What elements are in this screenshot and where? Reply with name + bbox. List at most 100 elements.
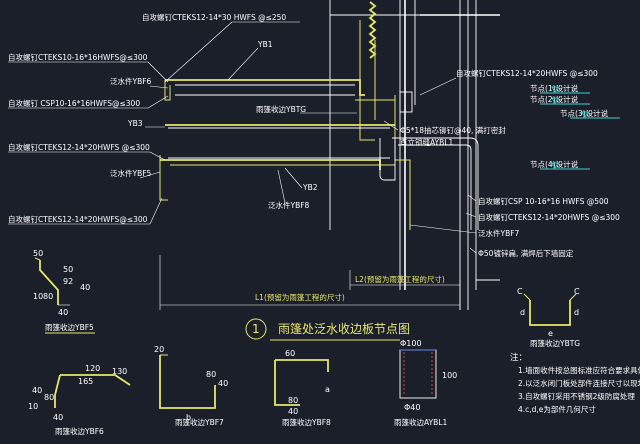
dim: 40 <box>288 407 298 416</box>
part-name: 雨篷收边YBF8 <box>282 417 331 427</box>
dim: 40 <box>80 283 90 292</box>
detail-ybf7: 20 b 80 40 雨篷收边YBF7 <box>154 345 228 427</box>
note-item: 4.c,d,e为部件几何尺寸 <box>518 404 596 414</box>
node-marker-icon <box>551 86 559 93</box>
leader-line <box>164 21 233 83</box>
dim: Φ40 <box>404 403 420 412</box>
detail-aybl1: Φ100 100 Φ40 雨篷收边AYBL1 <box>394 339 457 427</box>
dim: 92 <box>63 277 73 286</box>
dim: 60 <box>285 349 295 358</box>
callout-screw-7: 自攻螺钉CSP 10-16*16 HWFS @500 <box>478 196 609 206</box>
ybtg-profile <box>529 300 571 326</box>
node-marker-icon <box>551 162 559 169</box>
gutter <box>379 138 396 181</box>
dim: 80 <box>288 396 298 405</box>
leader-line <box>277 169 286 204</box>
callout-screw-2: 自攻螺钉CTEKS10-16*16HWFS@≤300 <box>8 52 148 62</box>
callout-screw-6: 自攻螺钉CTEKS12-14*20HWFS @≤300 <box>456 68 598 78</box>
wall-structure <box>329 0 500 310</box>
ybf6-profile <box>54 374 61 408</box>
dim: 40 <box>32 386 42 395</box>
node-3: 节点(3)设计说 <box>560 108 609 118</box>
dim: d <box>574 308 579 317</box>
note-item: 1.墙面收件按总图标准应符合要求具体工程设定 <box>518 365 640 375</box>
leader-line <box>467 194 477 202</box>
part-name: 雨篷收边YBTG <box>530 338 580 348</box>
leader-line <box>149 85 169 89</box>
leader-line <box>419 77 457 96</box>
dim: C <box>517 287 523 296</box>
leader-line <box>147 95 169 109</box>
callout-screw-8: 自攻螺钉CTEKS12-14*20HWFS @≤300 <box>478 212 620 222</box>
node-callouts: 节点(1)设计说 节点(2)设计说 节点(3)设计说 节点(4)设计说 <box>530 83 620 170</box>
dim: b <box>186 413 191 422</box>
dim: C <box>574 287 580 296</box>
callout-rivet: Φ5*18抽芯铆钉@40, 满打密封 <box>400 125 506 135</box>
dim: d <box>520 308 525 317</box>
dim: 80 <box>44 393 54 402</box>
dim: 40 <box>58 308 68 317</box>
leader-line <box>284 167 303 189</box>
dim: e <box>548 329 553 338</box>
note-item: 3.自攻螺钉采用不锈钢2级防腐处理 <box>518 391 635 401</box>
downpipe-inner <box>398 144 472 230</box>
ybf7-line <box>394 95 411 230</box>
L2-label: L2(预留为雨篷工程的尺寸) <box>355 274 445 284</box>
label-yb3: YB3 <box>127 119 143 128</box>
dim: 10 <box>28 402 38 411</box>
ybtg-profile <box>523 293 577 301</box>
ybf6-profile <box>60 374 131 386</box>
notes: 注： 1.墙面收件按总图标准应符合要求具体工程设定 2.以泛水闭门板处部件连接尺… <box>510 352 640 414</box>
callout-screw-3: 自攻螺钉 CSP10-16*16HWFS@≤300 <box>8 98 140 108</box>
leader-line <box>469 247 477 254</box>
dim: 20 <box>154 345 164 354</box>
callouts-right: 自攻螺钉CTEKS12-14*20HWFS @≤300 Φ5*18抽芯铆钉@40… <box>383 68 620 258</box>
leader-line <box>383 120 399 131</box>
ybf6-edge <box>164 80 171 101</box>
leader-line <box>227 47 259 81</box>
dim: 80 <box>43 292 53 301</box>
ybf5-profile <box>39 260 59 305</box>
dim: 80 <box>206 370 216 379</box>
leader-line <box>409 224 477 234</box>
node-4: 节点(4)设计说 <box>530 159 579 169</box>
gutter-pipe <box>379 91 479 230</box>
pipe-outline <box>399 349 437 399</box>
label-ybf5: 泛水件YBF5 <box>110 168 152 178</box>
leader-line <box>465 212 477 218</box>
dim: Φ100 <box>400 339 422 348</box>
detail-ybf8: 60 a 80 40 雨篷收边YBF8 <box>274 349 331 427</box>
dim: 40 <box>53 413 63 422</box>
bracket <box>399 91 413 113</box>
dim: 120 <box>85 364 100 373</box>
label-ybtg: 雨篷收边YBTG <box>256 104 306 114</box>
dim: 10 <box>33 292 43 301</box>
dim: a <box>325 385 330 394</box>
note-item: 2.以泛水闭门板处部件连接尺寸以现场为准 <box>518 378 640 388</box>
label-yb2: YB2 <box>302 183 318 192</box>
dim: 40 <box>218 379 228 388</box>
leader-line <box>147 61 169 83</box>
ybf6-top <box>165 79 365 96</box>
ybf7-profile <box>159 355 216 409</box>
callout-screw-5: 自攻螺钉CTEKS12-14*20HWFS@≤300 <box>8 214 148 224</box>
ybf5-profile <box>34 257 41 261</box>
ybtg-line <box>359 20 375 141</box>
ybf5-edge <box>159 155 168 201</box>
title-text: 雨篷处泛水收边板节点图 <box>278 321 410 336</box>
detail-ybf6: 120 130 165 40 10 80 40 雨篷收边YBF6 <box>28 364 131 436</box>
callouts-left: 自攻螺钉CTEKS12-14*30 HWFS @≤250 自攻螺钉CTEKS10… <box>8 12 357 225</box>
node-marker-icon <box>581 111 589 118</box>
node-marker-icon <box>551 97 559 104</box>
dim: 50 <box>33 249 43 258</box>
callout-ybf7: 泛水件YBF7 <box>478 228 520 238</box>
node-1: 节点(1)设计说 <box>530 83 579 93</box>
downpipe <box>392 137 479 230</box>
title-circle <box>245 318 267 340</box>
ybf8-profile <box>274 360 300 406</box>
leader-line <box>139 171 161 179</box>
label-yb1: YB1 <box>257 40 273 49</box>
label-ybf8: 泛水件YBF8 <box>268 200 310 210</box>
